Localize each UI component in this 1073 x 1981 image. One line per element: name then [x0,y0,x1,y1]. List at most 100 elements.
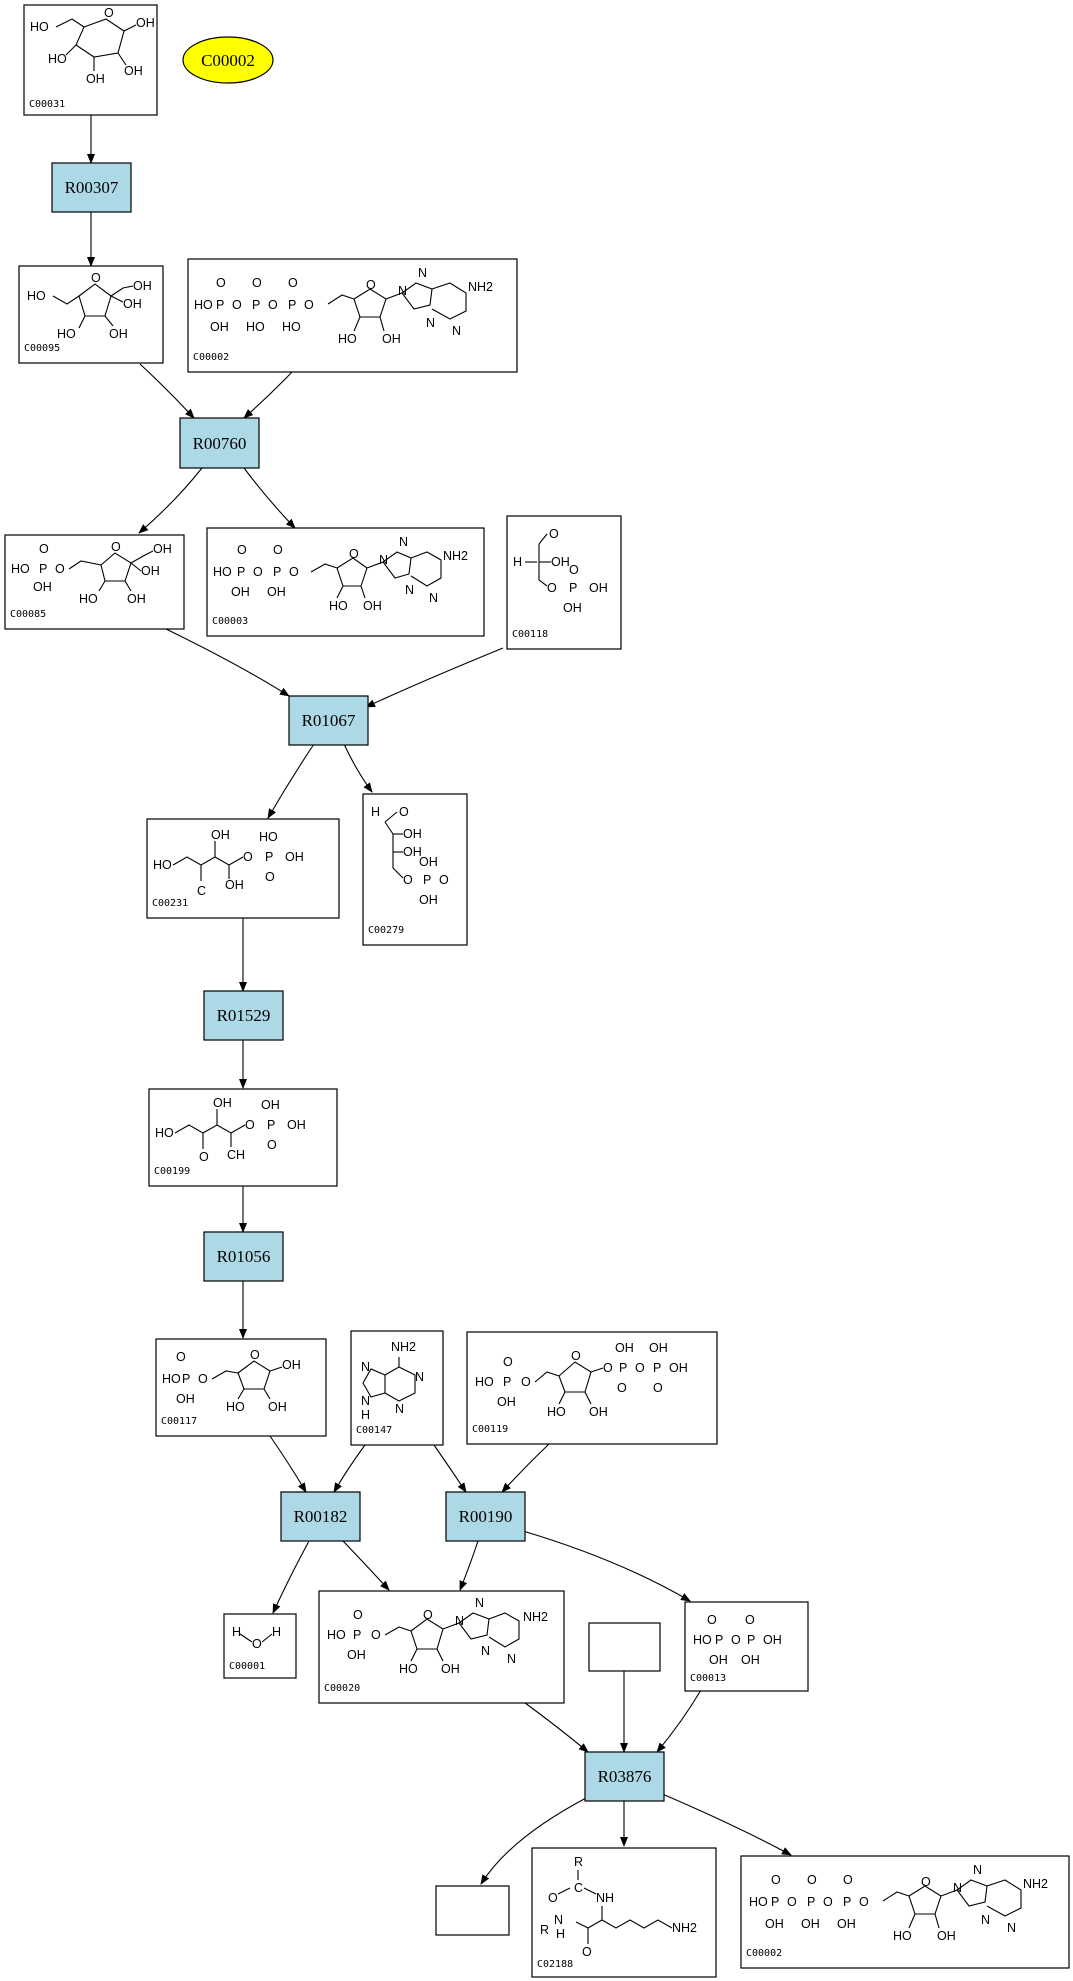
atom-label: O [635,1361,645,1375]
atom-label: HO [79,592,98,606]
atom-label: HO [749,1895,768,1909]
atom-label: HO [399,1662,418,1676]
atom-label: O [787,1895,797,1909]
compound-c00020[interactable]: O HO P OH O O N N NH2 N N HO OH C00020 [318,1590,565,1704]
compound-c00013[interactable]: O HO P OH O P O OH OH C00013 [684,1601,809,1692]
atom-label: P [182,1372,190,1386]
atom-label: NH2 [672,1921,697,1935]
atom-label: P [569,581,577,595]
atom-label: P [353,1628,361,1642]
compound-c00147[interactable]: NH2 N N N N H C00147 [350,1330,444,1446]
compound-c00031[interactable]: O HO OH HO OH OH C00031 [23,4,158,116]
compound-id: C00118 [512,629,548,640]
compound-blank-bottom[interactable] [435,1885,510,1936]
reaction-r00760[interactable]: R00760 [179,417,260,469]
atom-label: N [361,1394,370,1408]
compound-blank-top[interactable] [588,1622,661,1672]
compound-id: C00279 [368,925,404,936]
structure-c00147: NH2 N N N N H [361,1340,424,1422]
reaction-id: R00182 [294,1507,348,1526]
atom-label: H [361,1408,370,1422]
atom-label: OH [403,827,422,841]
atom-label: O [267,1138,277,1152]
bond-line [956,1879,988,1907]
highlight-ellipse[interactable]: C00002 [182,36,274,84]
bond-line [98,580,106,592]
bond-line [384,811,398,823]
compound-c00279[interactable]: H O OH OH O P OH O OH C00279 [362,793,468,946]
bond-line [362,1368,386,1398]
atom-label: OH [669,1361,688,1375]
bond-line [239,1633,253,1643]
reaction-id: R01067 [302,711,356,730]
compound-id: C00199 [154,1166,190,1177]
compound-id: C00001 [229,1661,265,1672]
atom-label: HO [11,562,30,576]
structure-c00199: HO O OH CH O P OH OH O [155,1096,306,1164]
structure-c00119: O HO P OH O O HO OH O P OH O O P OH OH O [475,1341,688,1419]
reaction-r01067[interactable]: R01067 [288,695,369,746]
bond-line [583,1887,597,1895]
atom-label: C [574,1881,583,1895]
bond-line [65,44,77,56]
atom-label: O [549,527,559,541]
bond-line [117,52,127,66]
bond-line [130,550,154,564]
reaction-r01056[interactable]: R01056 [203,1231,284,1282]
bond-line [269,1366,283,1372]
atom-label: O [349,547,359,561]
compound-c00118[interactable]: O H OH O P O OH OH C00118 [506,515,622,650]
bond-line [237,1360,271,1390]
bond-line [263,1388,271,1400]
compound-c00095[interactable]: O HO OH OH OH HO C00095 [18,265,164,364]
reaction-id: R00760 [193,434,247,453]
bond-line [360,585,366,599]
atom-label: P [265,850,273,864]
reaction-id: R01056 [217,1247,271,1266]
atom-label: OH [419,893,438,907]
atom-label: HO [226,1400,245,1414]
atom-label: O [216,276,226,290]
edge-r03876-blank [480,1796,589,1885]
compound-c00003[interactable]: HO P O OH O P O OH O O N N NH2 N N HO OH… [206,527,485,637]
edge-r00182-c00020 [342,1540,390,1591]
reaction-r01529[interactable]: R01529 [203,990,284,1041]
atom-label: OH [709,1653,728,1667]
bond-line [986,1879,1022,1917]
atom-label: C [197,884,206,898]
compound-c00002-bottom[interactable]: HO P O OH O P O OH O P O OH O O N N NH2 … [740,1855,1070,1969]
atom-label: OH [211,828,230,842]
compound-id: C00003 [212,616,248,627]
edge-r01067-c00231 [267,743,315,819]
compound-c00231[interactable]: HO C OH OH O P HO OH O C00231 [146,818,340,919]
compound-c00001[interactable]: H O H C00001 [223,1613,297,1679]
atom-label: HO [327,1628,346,1642]
atom-label: HO [329,599,348,613]
atom-label: O [569,563,579,577]
compound-c00199[interactable]: HO O OH CH O P OH OH O C00199 [148,1088,338,1187]
atom-label: P [715,1633,723,1647]
reaction-r00190[interactable]: R00190 [445,1491,526,1542]
structure-c00231: HO C OH OH O P HO OH O [153,828,304,898]
compound-c00002-top[interactable]: HO P O OH O P O HO O P O HO O O N N NH2 … [187,258,518,373]
atom-label: O [253,565,263,579]
atom-label: O [289,565,299,579]
atom-label: O [252,276,262,290]
reaction-r03876[interactable]: R03876 [584,1751,665,1802]
bond-line [458,1612,490,1640]
atom-label: P [653,1361,661,1375]
bond-line [584,1391,592,1405]
compound-c00085[interactable]: HO P O OH O O OH OH OH HO C00085 [4,534,185,630]
atom-label: O [39,542,49,556]
compound-c00117[interactable]: O HO P OH O O OH OH HO C00117 [155,1338,327,1437]
atom-label: OH [837,1917,856,1931]
structure-c00002-bottom: HO P O OH O P O OH O P O OH O O N N NH2 … [749,1863,1048,1943]
structure-c00117: O HO P OH O O OH OH HO [162,1348,301,1414]
bond-line [558,1361,592,1393]
edge-r00760-c00085 [138,467,203,534]
atom-label: N [398,284,407,298]
compound-c00119[interactable]: O HO P OH O O HO OH O P OH O O P OH OH O… [466,1331,718,1445]
reaction-r00182[interactable]: R00182 [280,1491,361,1542]
reaction-r00307[interactable]: R00307 [51,162,132,213]
compound-c02188[interactable]: R C O NH O N R H NH2 C02188 [531,1847,717,1978]
